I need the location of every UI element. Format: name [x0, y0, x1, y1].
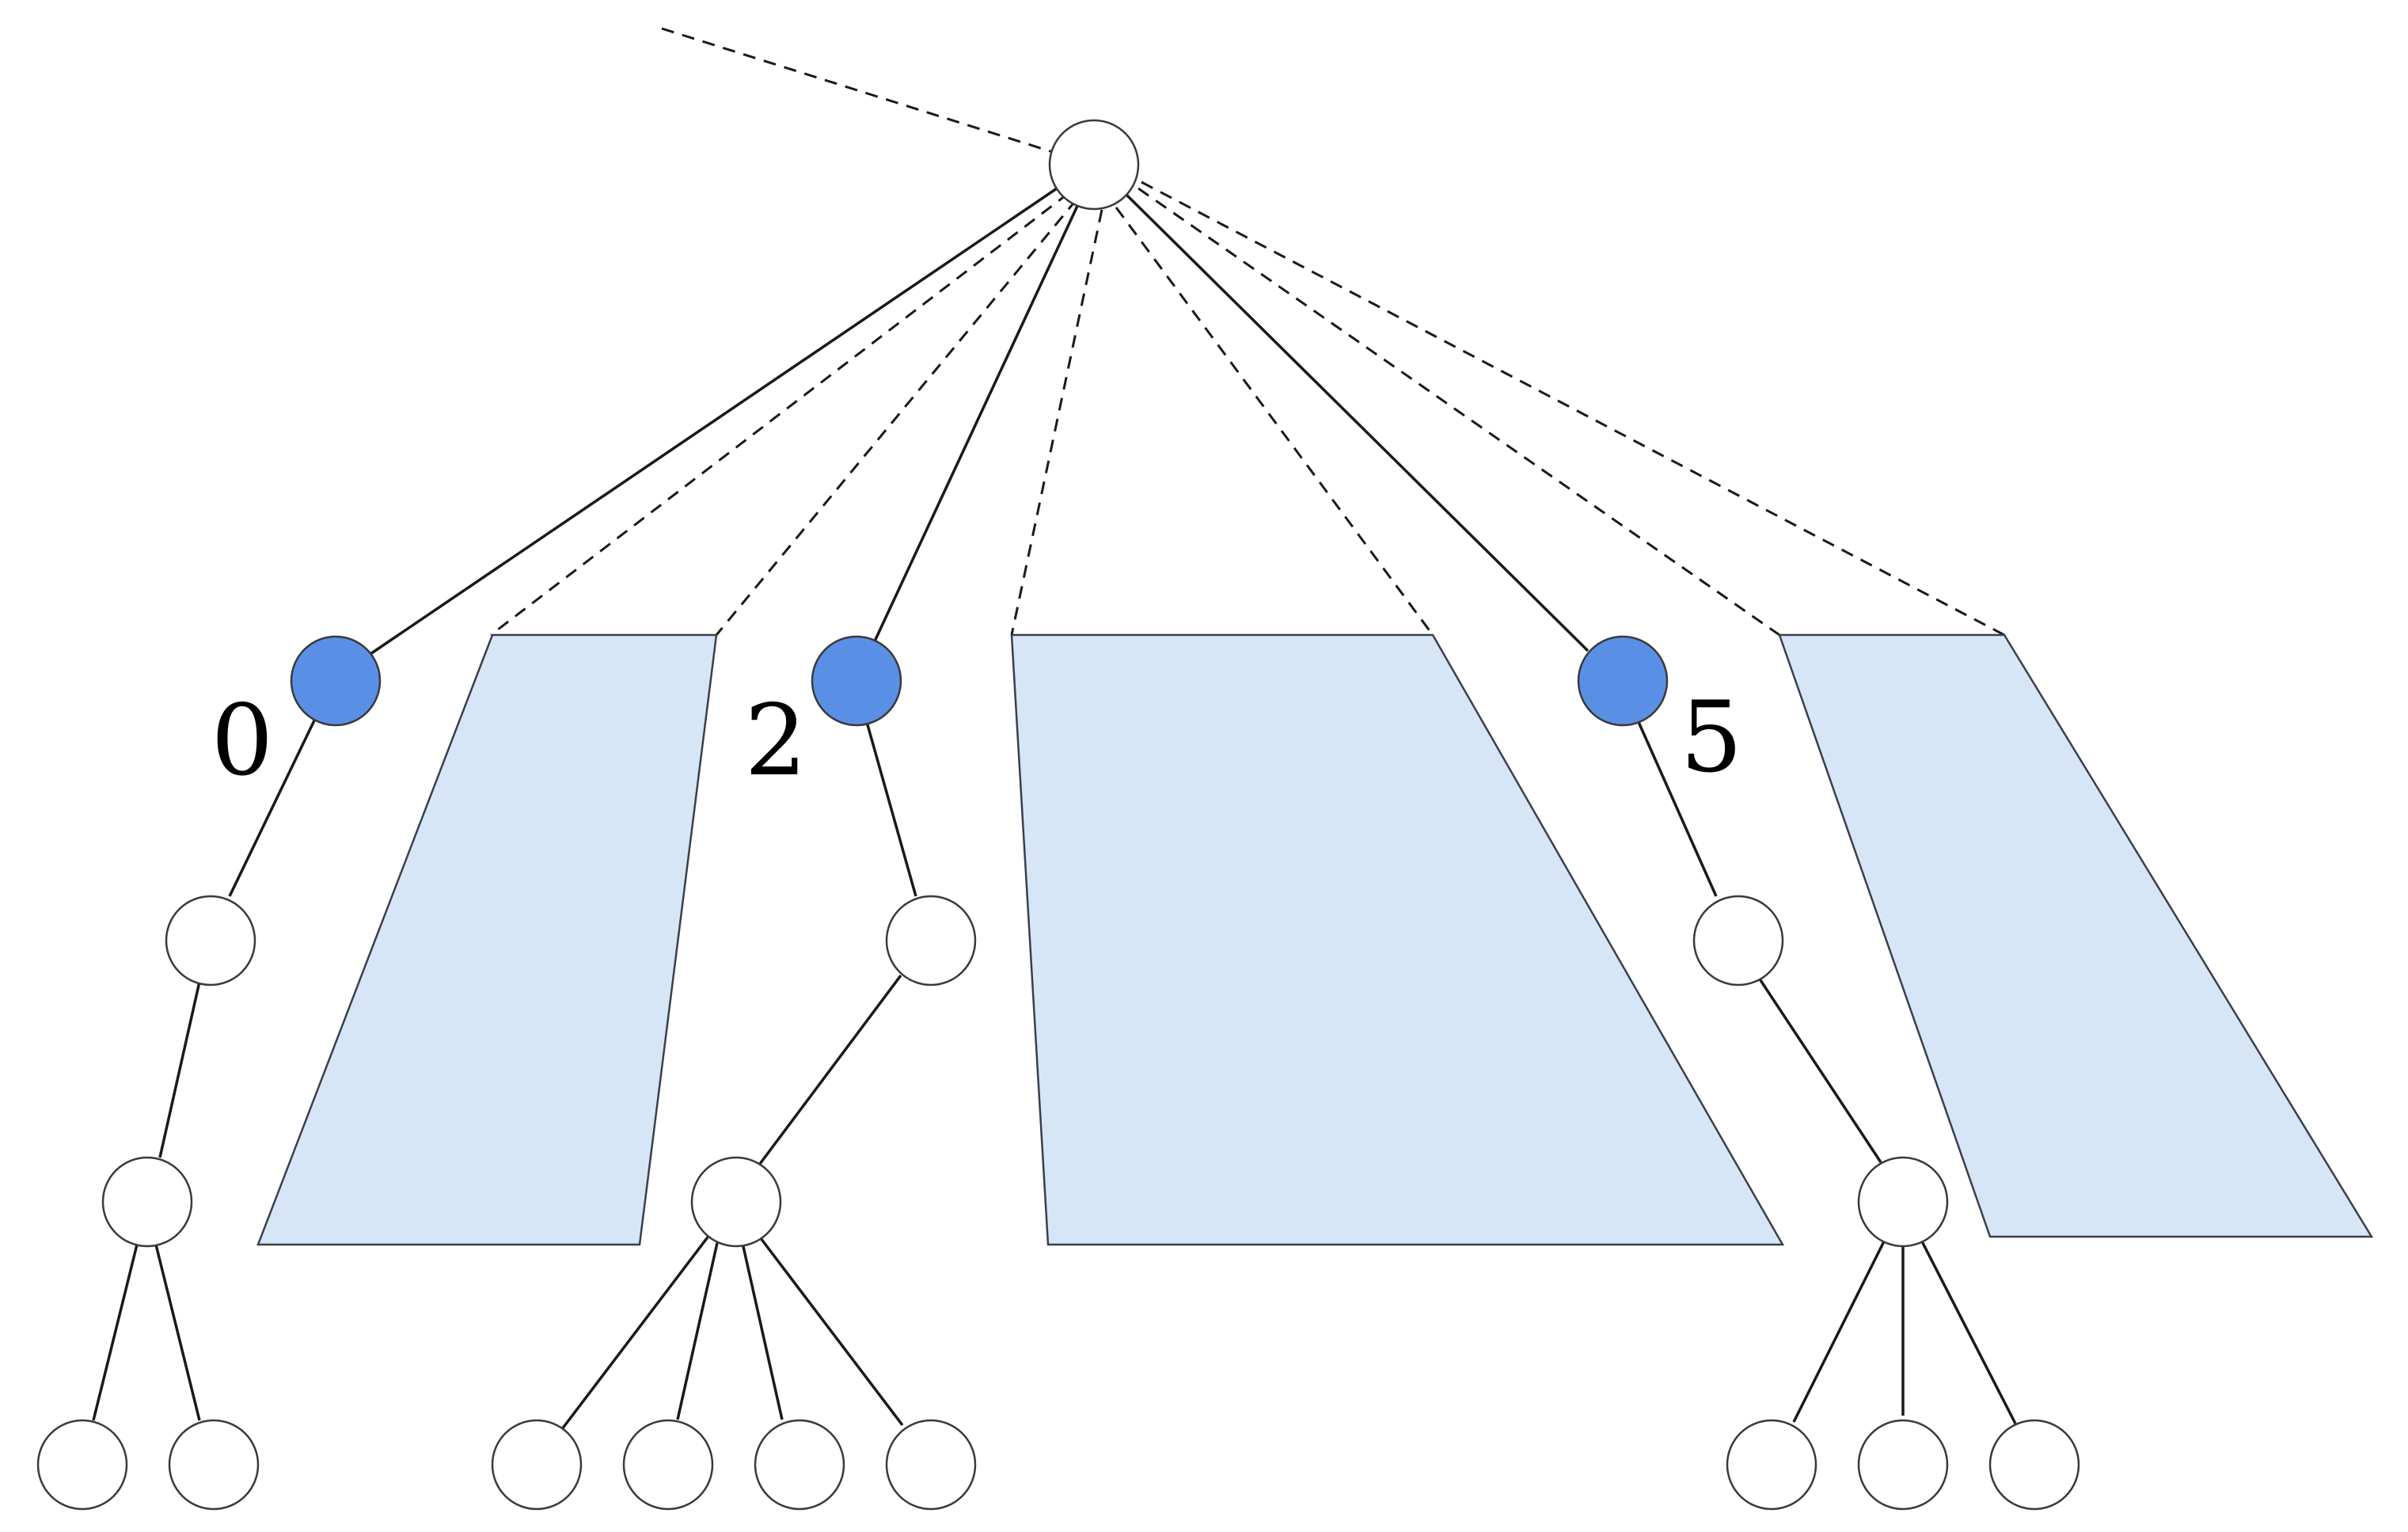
label-0: 0 — [211, 684, 274, 798]
edge-root-to-node-5 — [1124, 192, 1590, 652]
edge — [757, 1234, 904, 1427]
edge — [758, 974, 902, 1165]
tree-node — [885, 1419, 977, 1511]
dashed-edge-subtree-2-right — [1115, 207, 1434, 636]
solid-edges — [92, 185, 2017, 1431]
edge — [1920, 1241, 2017, 1424]
highlighted-node-2 — [811, 635, 902, 727]
tree-node — [36, 1419, 128, 1511]
edge — [1792, 1241, 1886, 1423]
dashed-edge-subtree-3-left — [1138, 187, 1780, 637]
tree-node — [1857, 1156, 1949, 1248]
tree-node — [101, 1156, 193, 1248]
tree-node — [1726, 1419, 1817, 1511]
edge — [154, 1241, 201, 1421]
tree-node — [168, 1419, 260, 1511]
tree-node — [1857, 1419, 1949, 1511]
label-5: 5 — [1681, 681, 1743, 795]
edge — [676, 1242, 719, 1420]
dashed-edge-subtree-1-left — [490, 192, 1069, 637]
edge-root-to-node-2 — [872, 203, 1080, 644]
shaded-subtree-2 — [1010, 633, 1785, 1246]
edge — [560, 1234, 711, 1431]
shaded-subtree-1 — [256, 633, 718, 1246]
edge — [158, 981, 201, 1158]
tree-node — [491, 1419, 583, 1511]
edge — [1756, 975, 1882, 1163]
tree-node — [754, 1419, 845, 1511]
label-2: 2 — [745, 684, 807, 798]
dashed-edge-incoming — [661, 27, 1054, 154]
edge — [92, 1241, 139, 1421]
tree-node — [690, 1156, 782, 1248]
edge-root-to-node-0 — [365, 185, 1060, 659]
highlighted-node-0 — [290, 635, 382, 727]
shaded-subtree-3 — [1778, 633, 2374, 1238]
tree-node — [1692, 895, 1784, 986]
tree-node — [622, 1419, 714, 1511]
tree-node — [165, 895, 256, 986]
tree-node — [885, 895, 977, 986]
root-node — [1048, 119, 1140, 211]
node-labels: 0 2 5 — [211, 681, 1743, 798]
nodes — [36, 119, 2080, 1511]
highlighted-node-5 — [1577, 635, 1669, 727]
dashed-edge-subtree-2-left — [1010, 209, 1103, 636]
edge — [741, 1242, 784, 1420]
subtrees — [256, 633, 2374, 1246]
tree-node — [1988, 1419, 2080, 1511]
edge — [228, 718, 317, 897]
edge — [865, 721, 917, 897]
dashed-edges — [490, 27, 2005, 637]
dashed-edge-subtree-3-right — [1141, 181, 2005, 637]
edge — [1637, 721, 1718, 897]
dashed-edge-subtree-1-right — [715, 199, 1078, 636]
